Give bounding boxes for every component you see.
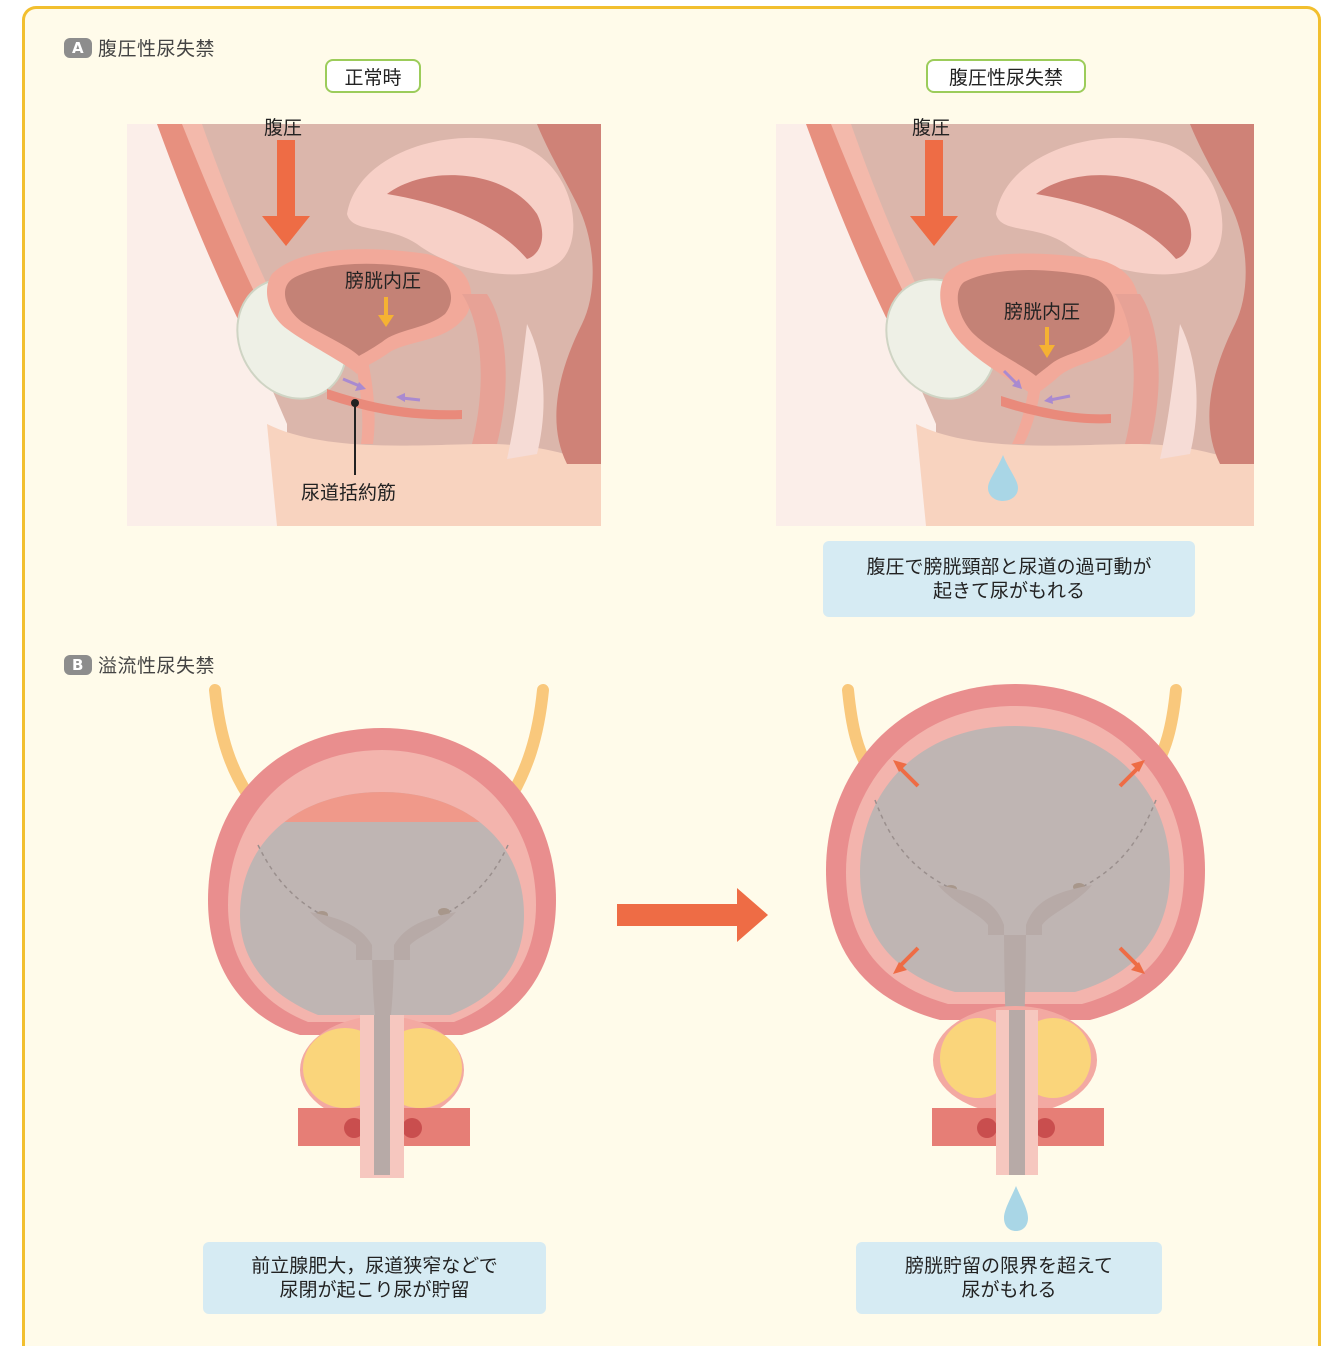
retention-note-line1: 前立腺肥大，尿道狭窄などで [203,1254,546,1278]
retention-note-line2: 尿閉が起こり尿が貯留 [203,1278,546,1302]
progression-arrow [617,888,768,942]
overflow-note-line2: 尿がもれる [856,1278,1162,1302]
bladder-overflow-illustration [826,684,1205,1175]
overflow-explanation-note: 膀胱貯留の限界を超えて 尿がもれる [856,1242,1162,1314]
bladder-retention-illustration [208,690,556,1178]
retention-explanation-note: 前立腺肥大，尿道狭窄などで 尿閉が起こり尿が貯留 [203,1242,546,1314]
overflow-note-line1: 膀胱貯留の限界を超えて [856,1254,1162,1278]
urine-drop-overflow [1004,1186,1028,1231]
